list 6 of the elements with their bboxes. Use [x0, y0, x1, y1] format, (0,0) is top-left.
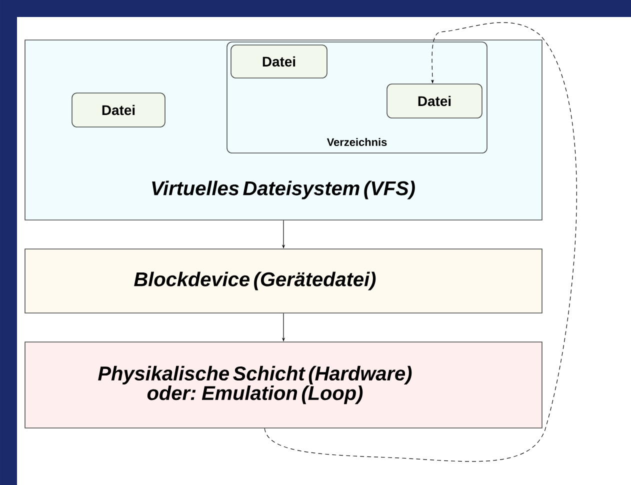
- file-box: Datei: [386, 84, 482, 118]
- file-box: Datei: [72, 92, 166, 128]
- arrow: [264, 22, 577, 462]
- file-box: Datei: [230, 44, 328, 78]
- layer-box: Blockdevice (Gerätedatei): [24, 248, 542, 314]
- layer-box: Physikalische Schicht (Hardware) oder: Emulation (Loop): [24, 342, 542, 428]
